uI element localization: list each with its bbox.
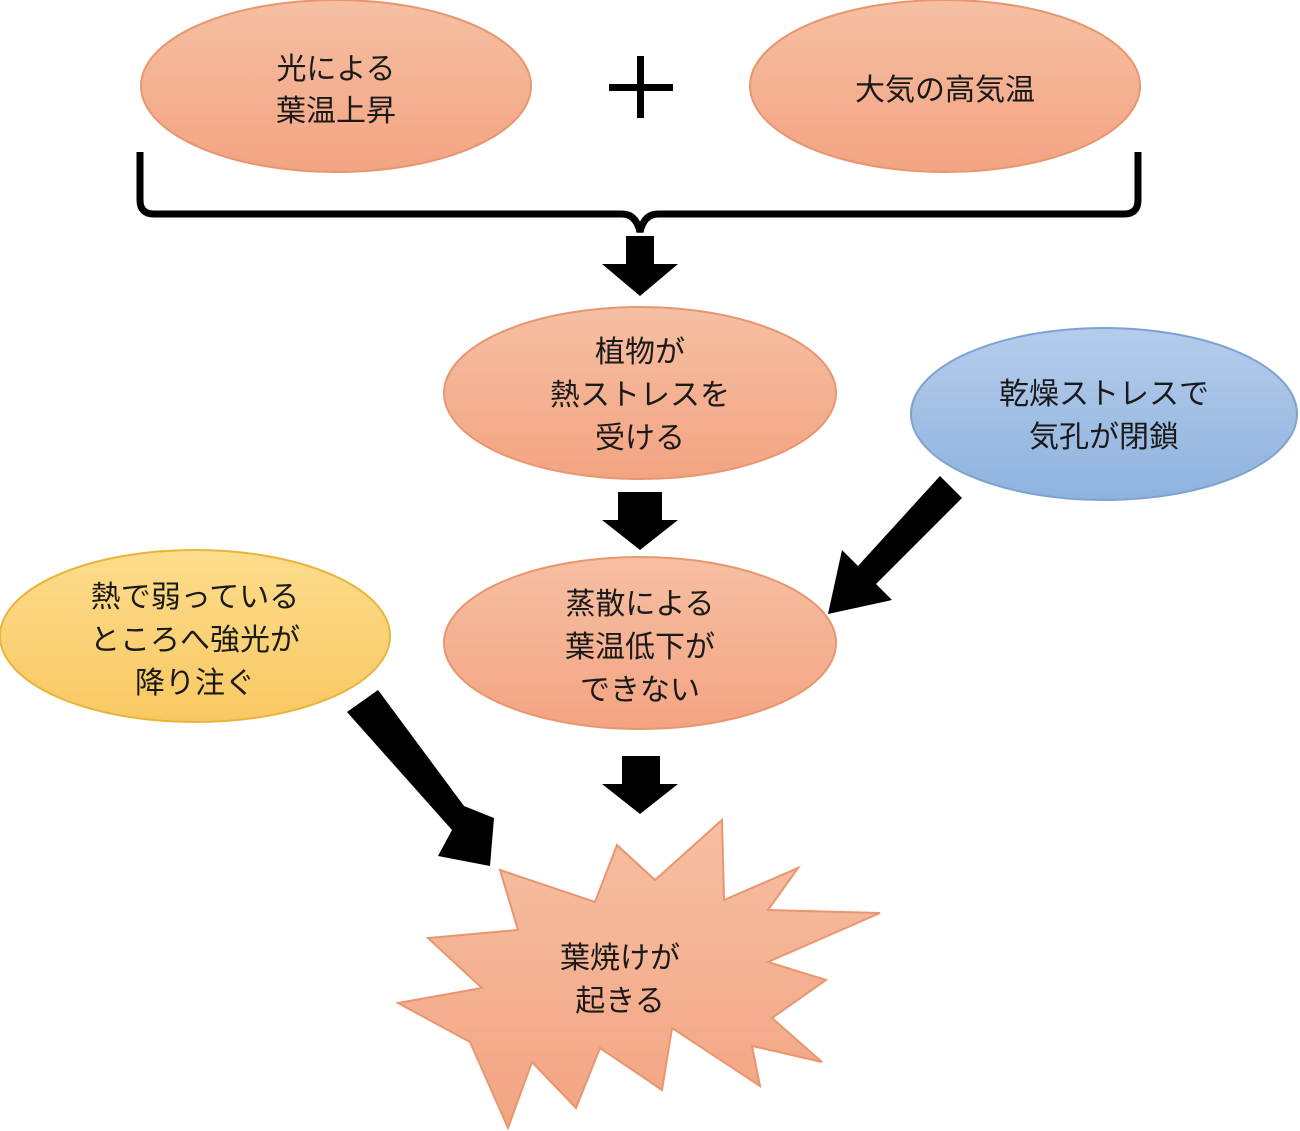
plus-icon xyxy=(609,56,673,118)
arrow-down-icon xyxy=(602,756,678,814)
ellipse-shape xyxy=(140,0,532,173)
node-label-line: 乾燥ストレスで xyxy=(999,377,1209,412)
node-drought-stomata: 乾燥ストレスで 気孔が閉鎖 xyxy=(910,327,1298,501)
ellipse-shape xyxy=(443,556,837,730)
node-light-temp-rise: 光による 葉温上昇 xyxy=(140,0,532,173)
ellipse-shape xyxy=(910,327,1298,501)
node-strong-light: 熱で弱っている ところへ強光が 降り注ぐ xyxy=(0,549,391,723)
node-no-transpiration-cooling: 蒸散による 葉温低下が できない xyxy=(443,556,837,730)
arrow-diagonal-icon xyxy=(828,476,962,614)
node-label-line: 気孔が閉鎖 xyxy=(1029,420,1179,455)
ellipse-shape xyxy=(0,549,391,723)
node-label-line: 起きる xyxy=(575,984,664,1019)
arrow-diagonal-icon xyxy=(347,690,494,866)
node-label-line: 葉温上昇 xyxy=(276,94,396,129)
node-label-line: 熱ストレスを xyxy=(550,378,730,413)
node-leaf-scorch: 葉焼けが 起きる xyxy=(395,817,881,1131)
arrow-down-icon xyxy=(602,236,678,296)
node-label-line: 大気の高気温 xyxy=(855,73,1035,108)
node-label-line: 植物が xyxy=(595,335,685,370)
starburst-shape xyxy=(395,817,881,1131)
ellipse-shape xyxy=(443,306,837,480)
node-label-line: 光による xyxy=(276,52,395,87)
node-label-line: 受ける xyxy=(595,421,685,456)
node-label-line: 蒸散による xyxy=(565,587,714,622)
ellipse-shape xyxy=(749,0,1141,173)
node-label-line: ところへ強光が xyxy=(90,623,300,658)
node-label-line: できない xyxy=(580,673,700,708)
node-high-air-temp: 大気の高気温 xyxy=(749,0,1141,173)
node-heat-stress: 植物が 熱ストレスを 受ける xyxy=(443,306,837,480)
brace-connector xyxy=(136,152,1142,233)
node-label-line: 葉温低下が xyxy=(565,630,715,665)
node-label-line: 降り注ぐ xyxy=(135,666,255,701)
arrow-down-icon xyxy=(602,492,678,550)
node-label-line: 熱で弱っている xyxy=(91,580,300,615)
node-label-line: 葉焼けが xyxy=(560,941,680,976)
